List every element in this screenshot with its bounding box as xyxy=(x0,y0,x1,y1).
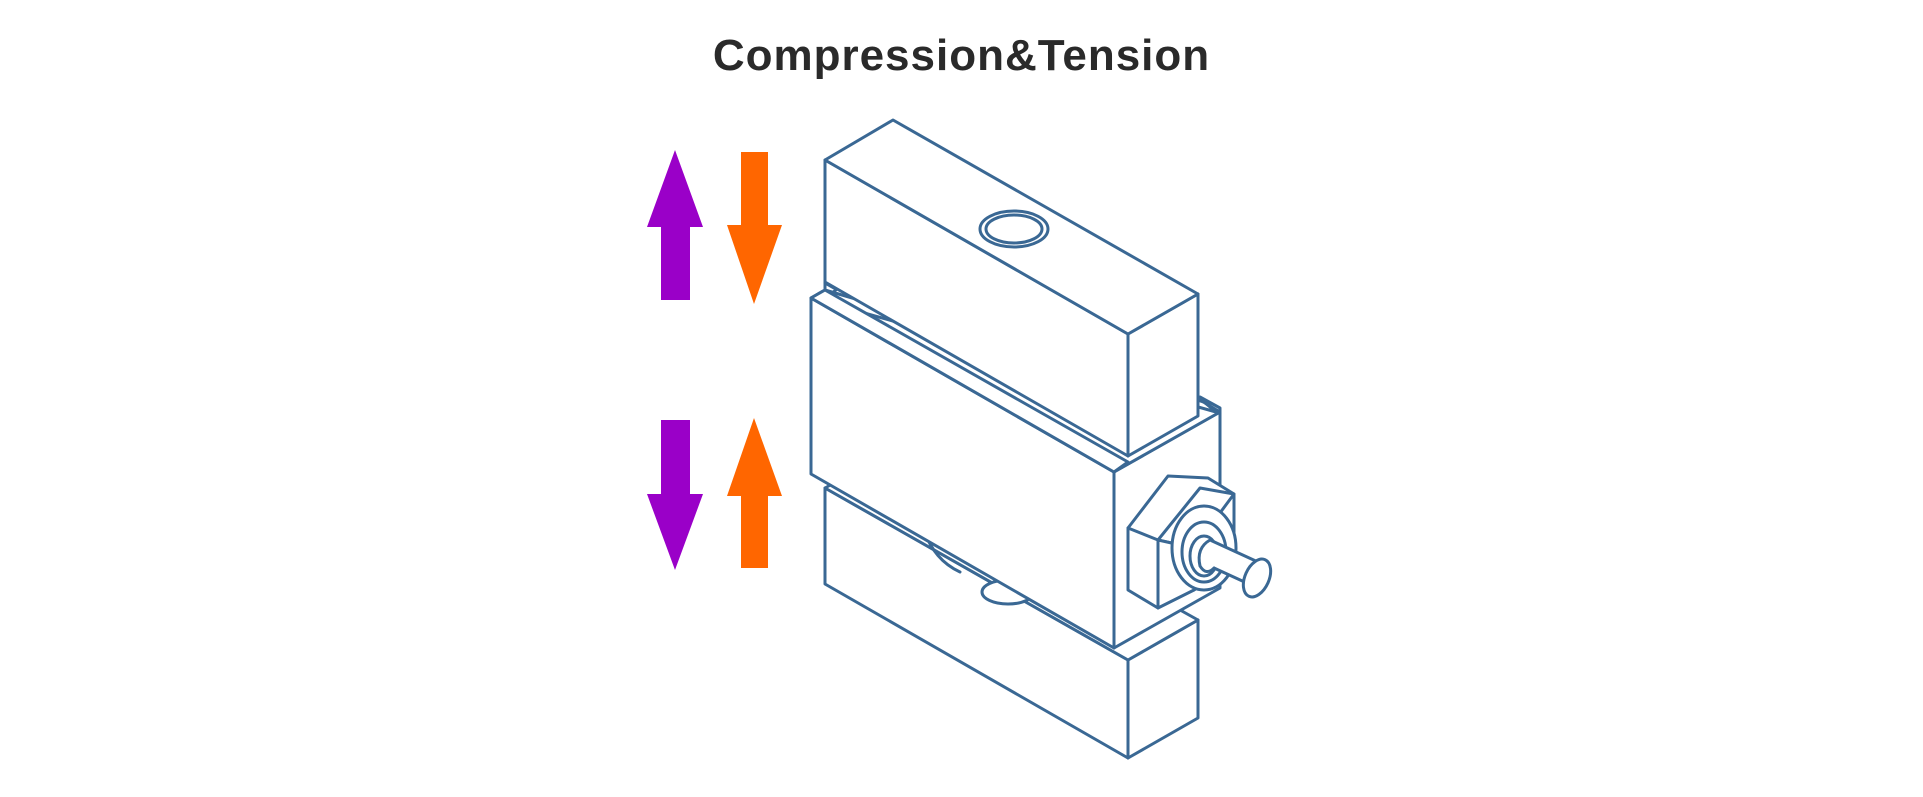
top-block xyxy=(823,118,1200,458)
cable-gland xyxy=(1126,474,1273,610)
page-title: Compression&Tension xyxy=(712,31,1211,80)
arrow-up-purple-icon xyxy=(647,150,703,300)
arrow-down-purple-icon xyxy=(647,420,703,570)
force-arrows xyxy=(647,150,782,570)
arrow-up-orange-icon xyxy=(727,418,782,568)
arrow-down-orange-icon xyxy=(727,152,782,304)
s-type-load-cell-icon xyxy=(809,118,1273,760)
